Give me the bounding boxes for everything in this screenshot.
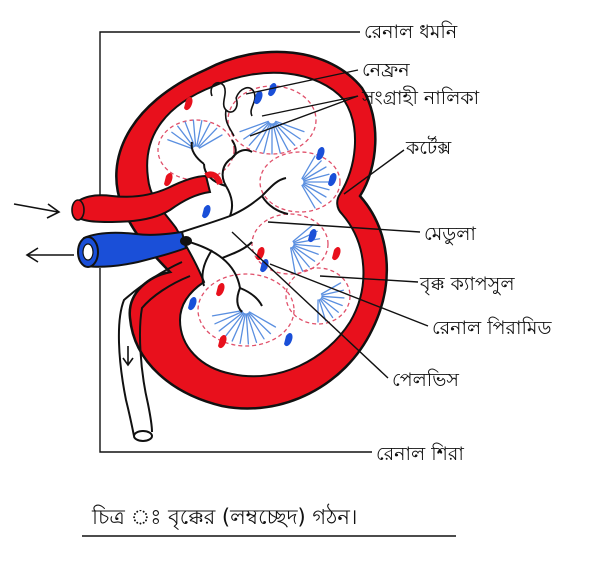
label-collecting-duct: সংগ্রাহী নালিকা [361, 86, 480, 109]
collecting-duct-line [290, 247, 296, 275]
collecting-duct-line [302, 183, 327, 198]
label-renal-pyramid: রেনাল পিরামিড [432, 317, 552, 339]
vein-branch [316, 147, 325, 161]
collecting-duct-line [198, 127, 218, 148]
pyramid-outline [197, 273, 295, 347]
label-cortex: কর্টেক্স [405, 136, 452, 159]
label-renal-artery: রেনাল ধমনি [364, 21, 458, 43]
collecting-duct-line [248, 311, 277, 328]
vein-branch [254, 91, 263, 105]
collecting-duct-line [248, 122, 270, 146]
collecting-duct-line [224, 312, 245, 338]
collecting-duct-line [321, 295, 345, 299]
kidney [115, 50, 388, 410]
collecting-ducts [167, 119, 345, 345]
collecting-duct-line [255, 122, 271, 151]
collecting-duct-line [197, 122, 211, 148]
collecting-duct-line [274, 122, 296, 146]
artery-branch [218, 335, 227, 349]
label-pelvis: পেলভিস [392, 369, 459, 391]
collecting-duct-line [303, 173, 330, 182]
collecting-duct-line [291, 246, 304, 272]
arrow-left-icon [25, 247, 74, 263]
renal-vein [77, 230, 192, 268]
collecting-duct-line [239, 313, 246, 345]
renal-pelvis [181, 139, 289, 313]
collecting-duct-line [272, 123, 281, 154]
labels: রেনাল ধমনি নেফ্রন সংগ্রাহী নালিকা কর্টেক… [91, 21, 552, 530]
collecting-duct-line [293, 243, 321, 248]
collecting-duct-line [218, 311, 244, 332]
collecting-duct-line [293, 244, 319, 255]
label-medulla: মেডুলা [424, 223, 476, 245]
vein-branch [268, 83, 277, 97]
label-kidney-capsule: বৃক্ক ক্যাপসুল [419, 273, 515, 295]
vein-branch [328, 173, 337, 187]
collecting-duct-line [196, 119, 203, 147]
collecting-duct-line [302, 160, 322, 180]
collecting-duct-line [198, 134, 223, 149]
collecting-duct-line [211, 310, 243, 317]
artery-branch [216, 283, 225, 297]
arrow-right-icon [13, 203, 61, 219]
collecting-duct-line [292, 224, 314, 243]
vein-branch [284, 333, 293, 347]
renal-pyramids [157, 85, 351, 347]
collecting-duct-line [184, 121, 196, 147]
collecting-duct-line [301, 184, 316, 209]
collecting-duct-line [246, 313, 258, 343]
collecting-duct-line [321, 296, 343, 307]
collecting-duct-line [248, 312, 272, 335]
label-renal-vein: রেনাল শিরা [376, 443, 464, 465]
collecting-duct-line [231, 313, 246, 342]
collecting-duct-line [243, 121, 270, 140]
collecting-duct-line [239, 120, 269, 133]
artery-branch [332, 247, 341, 261]
collecting-duct-line [291, 246, 310, 268]
pyramid-outline [259, 151, 341, 213]
label-nephron: নেফ্রন [362, 59, 410, 81]
collecting-duct-line [171, 131, 194, 149]
vein-branch [188, 297, 197, 311]
flow-arrows [13, 203, 74, 263]
ureter [117, 261, 191, 442]
kidney-interior [146, 71, 365, 378]
collecting-duct-line [320, 297, 339, 313]
collecting-duct-line [318, 299, 327, 322]
collecting-duct-line [275, 120, 305, 133]
pyramid-outline [157, 119, 235, 181]
artery-branch [164, 173, 173, 187]
collecting-duct-line [302, 166, 327, 181]
renal-artery [71, 171, 223, 224]
collecting-duct-line [214, 310, 243, 325]
collecting-duct-line [319, 298, 334, 319]
collecting-duct-line [273, 122, 289, 151]
collecting-duct-line [302, 184, 322, 204]
collecting-duct-line [167, 139, 193, 150]
vein-branch [260, 259, 269, 273]
collecting-duct-line [245, 313, 250, 345]
vein-branch [308, 229, 317, 243]
artery-branch [184, 97, 193, 111]
figure-caption: চিত্র ঃ বৃক্কের (লম্বচ্ছেদ) গঠন। [91, 504, 357, 530]
collecting-duct-line [293, 238, 321, 244]
collecting-duct-line [247, 312, 265, 340]
interlobar-vessels [164, 83, 341, 349]
collecting-duct-line [303, 182, 330, 191]
collecting-duct-line [192, 119, 197, 147]
leader-lines [82, 31, 456, 537]
pyramid-outline [251, 213, 329, 275]
collecting-duct-line [301, 155, 316, 180]
collecting-duct-line [292, 245, 316, 262]
vein-branch [202, 205, 211, 219]
